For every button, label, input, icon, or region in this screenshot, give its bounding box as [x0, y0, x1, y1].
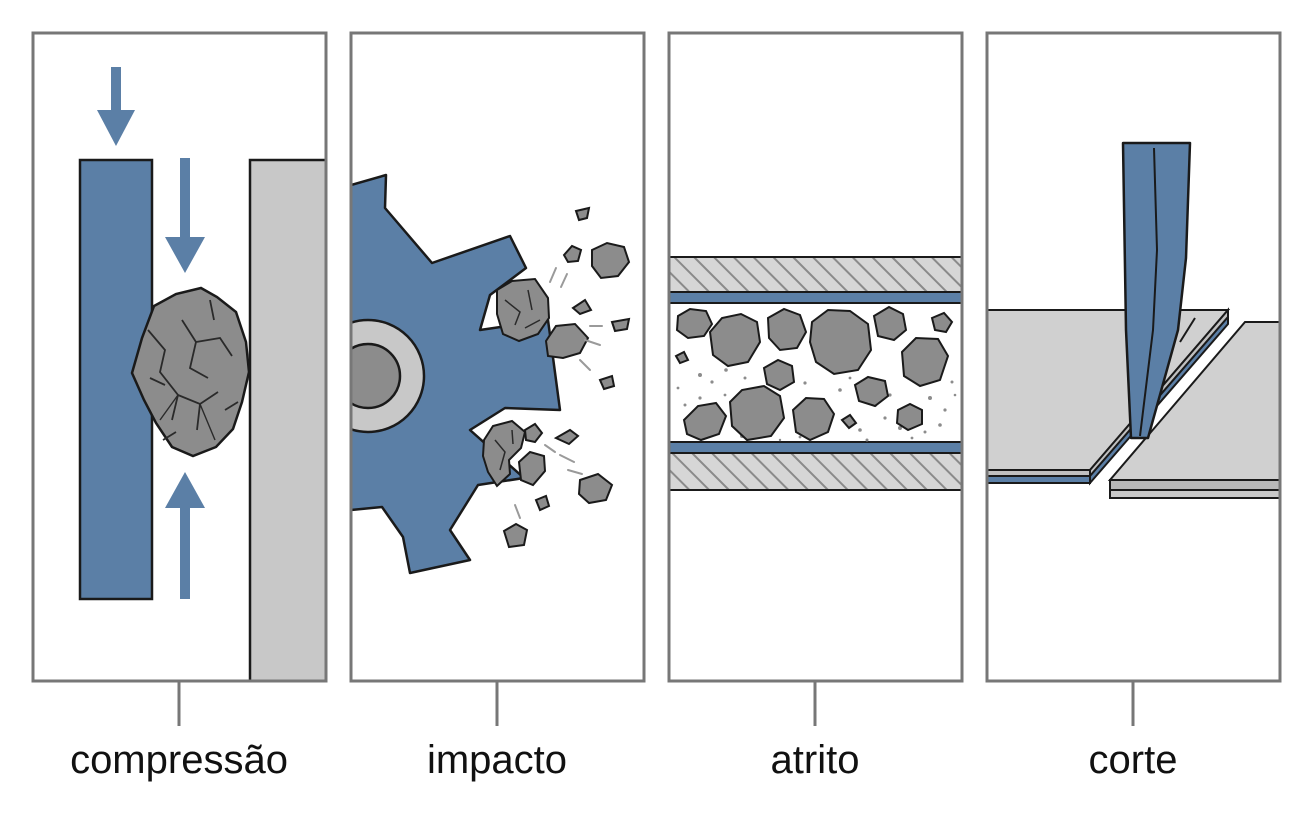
- cutting-blade: [1121, 141, 1196, 440]
- panel-cutting: corte: [985, 31, 1282, 782]
- label-impact: impacto: [427, 738, 567, 782]
- upper-grinding-plate: [669, 256, 962, 293]
- arrow-down-icon: [97, 67, 135, 146]
- label-compression: compressão: [70, 738, 288, 782]
- rock-particles: [674, 305, 954, 442]
- right-sheet: [1107, 321, 1280, 499]
- fixed-jaw: [248, 158, 326, 681]
- rock-fragments: [481, 206, 631, 549]
- label-cutting: corte: [1089, 738, 1178, 782]
- motion-lines: [514, 267, 603, 519]
- rock: [130, 286, 251, 458]
- panel-attrition: atrito: [667, 31, 964, 782]
- arrow-down-icon: [165, 158, 205, 273]
- panel-impact: impacto: [349, 31, 646, 782]
- arrow-up-icon: [165, 472, 205, 599]
- label-attrition: atrito: [771, 738, 860, 782]
- lower-grinding-plate: [669, 452, 962, 491]
- panel-compression: compressão: [31, 31, 328, 782]
